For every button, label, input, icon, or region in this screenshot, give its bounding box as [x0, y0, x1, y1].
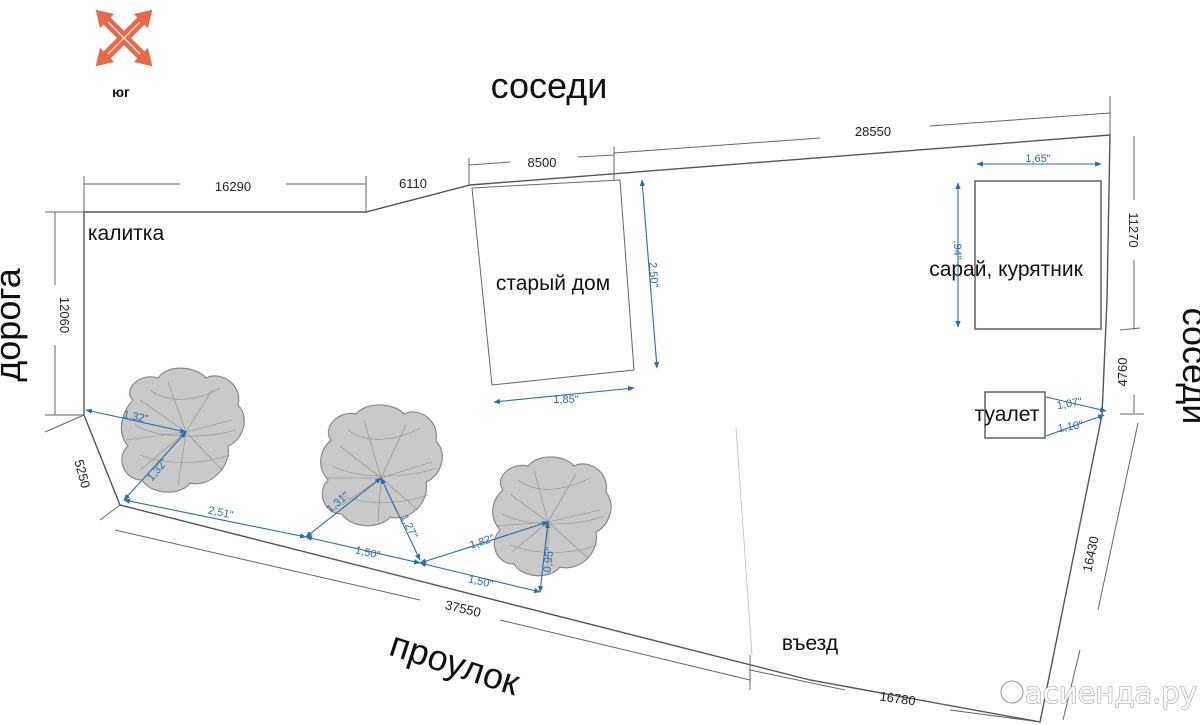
tree3-measure-a: 1,82" — [468, 533, 496, 552]
watermark-logo-icon — [1000, 680, 1024, 704]
house-width-measure: 1,85" — [553, 394, 578, 406]
toilet-label: туалет — [975, 403, 1040, 426]
shed-outline — [974, 180, 1102, 330]
house-height-measure: 2,50" — [646, 262, 660, 288]
side-label-top: соседи — [491, 65, 608, 106]
old-house-label: старый дом — [496, 272, 610, 295]
dimension-lines — [44, 96, 1144, 723]
tree1-measure-a: 1,32" — [122, 409, 149, 426]
dim-top-right: 28550 — [855, 124, 891, 139]
compass-label: юг — [112, 84, 130, 100]
dim-top-mid: 6110 — [399, 176, 427, 191]
dim-bottom-right: 16780 — [879, 689, 917, 709]
toilet-measure-a: 1,07" — [1056, 396, 1083, 412]
tree3-bottom-measure: 1,50" — [467, 573, 494, 590]
tree1-to-tree2-measure: 2,51" — [207, 505, 234, 522]
dim-left-lower: 5250 — [71, 458, 93, 490]
tree-measures — [85, 408, 550, 594]
toilet-outline — [984, 391, 1046, 439]
dim-bottom-main: 37550 — [444, 597, 483, 620]
shed-width-measure: 1,65" — [1025, 153, 1050, 165]
side-label-right: соседи — [1175, 308, 1200, 425]
tree-1 — [120, 367, 245, 493]
shed-height-measure: ,94" — [951, 240, 963, 259]
side-label-left: дорога — [0, 267, 28, 381]
side-label-bottom: проулок — [385, 623, 525, 703]
compass-icon — [95, 9, 153, 67]
tree3-measure-b: 0,95" — [542, 546, 557, 573]
dim-left: 12060 — [57, 297, 72, 333]
dim-right-upper: 11270 — [1126, 212, 1141, 247]
dim-top-left: 16290 — [215, 179, 251, 194]
toilet-measure-b: 1,10" — [1057, 419, 1084, 435]
watermark-text: асиенда.ру — [1025, 676, 1197, 710]
tree2-bottom-measure: 1,50" — [354, 544, 381, 561]
driveway-label: въезд — [782, 632, 838, 655]
gate-label: калитка — [88, 222, 165, 245]
tree2-measure-b: 1,27" — [398, 513, 420, 541]
watermark: асиенда.ру — [1000, 675, 1198, 711]
dim-top-house: 8500 — [528, 155, 557, 170]
dim-right-mid: 4760 — [1115, 358, 1130, 387]
old-house-outline — [471, 179, 635, 386]
dim-right-lower: 16430 — [1080, 535, 1102, 573]
shed-label: сарай, курятник — [929, 258, 1083, 281]
